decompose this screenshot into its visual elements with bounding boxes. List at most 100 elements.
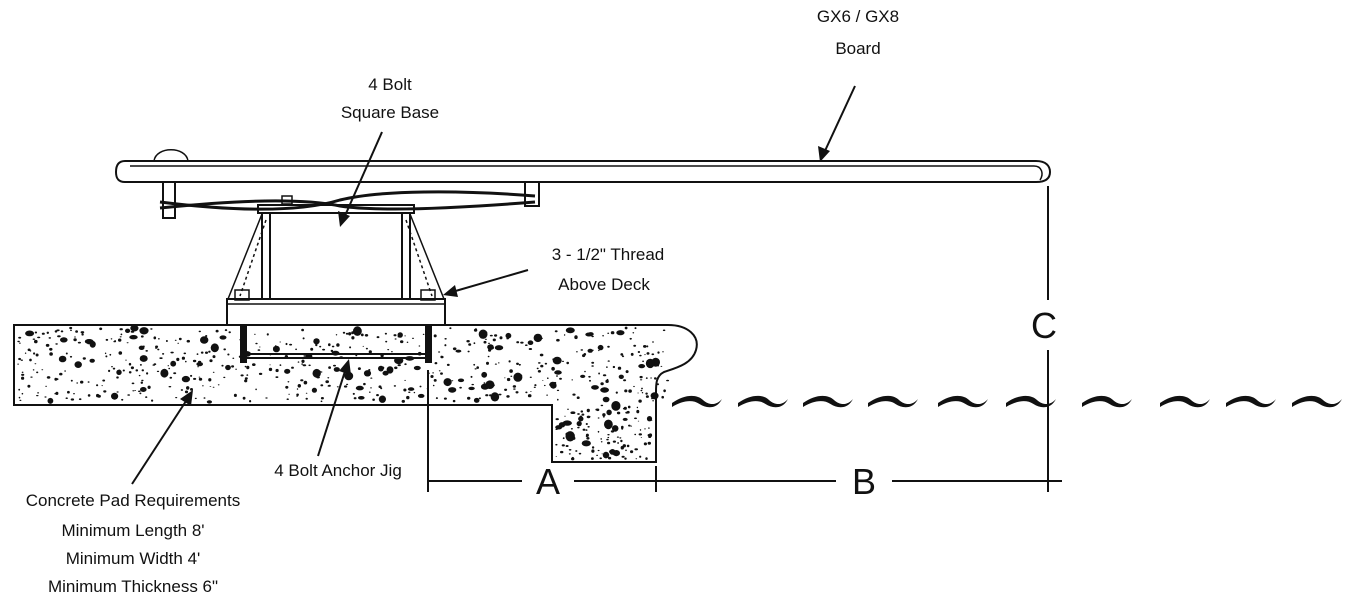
concrete-speck <box>619 437 622 439</box>
board-label-line2: Board <box>835 39 880 58</box>
concrete-speck <box>285 342 288 346</box>
concrete-speck <box>600 404 604 407</box>
concrete-speck <box>554 358 558 360</box>
concrete-speck <box>118 369 121 371</box>
concrete-speck <box>181 375 190 383</box>
concrete-speck <box>70 398 75 401</box>
concrete-speck <box>119 336 122 338</box>
concrete-speck <box>215 329 219 333</box>
concrete-speck <box>607 332 610 334</box>
dimension-label-a: A <box>536 461 560 502</box>
concrete-speck <box>87 381 90 383</box>
concrete-speck <box>130 325 139 332</box>
concrete-speck <box>626 444 630 448</box>
concrete-speck <box>394 338 397 340</box>
concrete-speck <box>524 344 528 347</box>
concrete-speck <box>506 395 510 398</box>
concrete-speck <box>572 436 576 440</box>
concrete-speck <box>660 365 663 367</box>
concrete-speck <box>451 380 454 382</box>
dimension-lines <box>427 186 1062 492</box>
concrete-speck <box>327 377 330 379</box>
concrete-speck <box>440 372 443 375</box>
concrete-speck <box>633 385 635 388</box>
concrete-speck <box>156 370 160 373</box>
concrete-speck <box>563 334 566 336</box>
concrete-speck <box>167 365 169 367</box>
concrete-speck <box>484 338 487 340</box>
concrete-speck <box>65 397 68 400</box>
concrete-speck <box>591 335 594 338</box>
concrete-speck <box>638 364 646 369</box>
concrete-speck <box>310 347 314 351</box>
concrete-speck <box>60 337 68 343</box>
concrete-speck <box>623 379 627 382</box>
concrete-speck <box>602 413 606 417</box>
concrete-speck <box>55 343 58 345</box>
water-wave-icon <box>672 395 722 408</box>
concrete-speck <box>609 450 613 454</box>
concrete-speck <box>654 377 657 380</box>
concrete-speck <box>41 332 45 335</box>
concrete-speck <box>150 328 153 330</box>
concrete-speck <box>432 384 435 387</box>
concrete-speck <box>430 375 434 378</box>
anchor-bolts <box>240 325 432 363</box>
concrete-speck <box>650 377 653 379</box>
concrete-speck <box>21 371 24 373</box>
concrete-speck <box>564 415 566 417</box>
concrete-speck <box>365 347 368 350</box>
concrete-speck <box>113 341 115 343</box>
concrete-speck <box>638 399 642 403</box>
concrete-speck <box>640 437 643 438</box>
concrete-speck <box>29 358 32 362</box>
pad-label-line3: Minimum Width 4' <box>66 549 201 568</box>
concrete-speck <box>60 330 64 333</box>
concrete-speck <box>327 385 330 387</box>
concrete-speck <box>378 385 382 389</box>
concrete-speck <box>646 352 650 355</box>
concrete-speck <box>634 327 637 330</box>
concrete-speck <box>360 333 364 337</box>
concrete-speck <box>20 359 23 361</box>
diving-board-icon <box>114 149 1052 183</box>
concrete-speck <box>587 348 593 353</box>
concrete-speck <box>542 380 544 381</box>
concrete-speck <box>132 390 135 392</box>
concrete-speck <box>205 351 208 354</box>
concrete-speck <box>645 395 649 398</box>
concrete-speck <box>135 369 139 372</box>
concrete-speck <box>110 338 113 340</box>
concrete-speck <box>102 379 106 382</box>
concrete-speck <box>17 340 20 343</box>
concrete-speck <box>80 331 85 334</box>
concrete-speck <box>516 341 520 344</box>
concrete-speck <box>528 348 533 350</box>
concrete-speck <box>116 369 122 375</box>
concrete-speck <box>637 392 639 394</box>
concrete-speck <box>186 339 190 343</box>
concrete-speck <box>352 392 355 395</box>
concrete-speck <box>489 334 493 337</box>
concrete-speck <box>275 368 279 373</box>
concrete-speck <box>633 344 637 347</box>
concrete-speck <box>109 353 112 356</box>
concrete-speck <box>581 440 591 447</box>
concrete-speck <box>473 397 480 403</box>
concrete-speck <box>652 341 654 343</box>
concrete-speck <box>570 428 573 430</box>
concrete-speck <box>628 424 631 427</box>
concrete-speck <box>592 349 594 351</box>
concrete-speck <box>467 350 470 353</box>
concrete-speck <box>634 417 637 420</box>
concrete-speck <box>408 391 411 393</box>
concrete-speck <box>24 352 27 354</box>
concrete-speck <box>487 342 491 344</box>
concrete-speck <box>473 328 478 332</box>
concrete-speck <box>657 351 660 354</box>
concrete-speck <box>602 451 610 459</box>
concrete-speck <box>643 345 647 348</box>
concrete-speck <box>274 345 277 347</box>
concrete-speck <box>581 413 585 416</box>
concrete-speck <box>177 342 180 344</box>
